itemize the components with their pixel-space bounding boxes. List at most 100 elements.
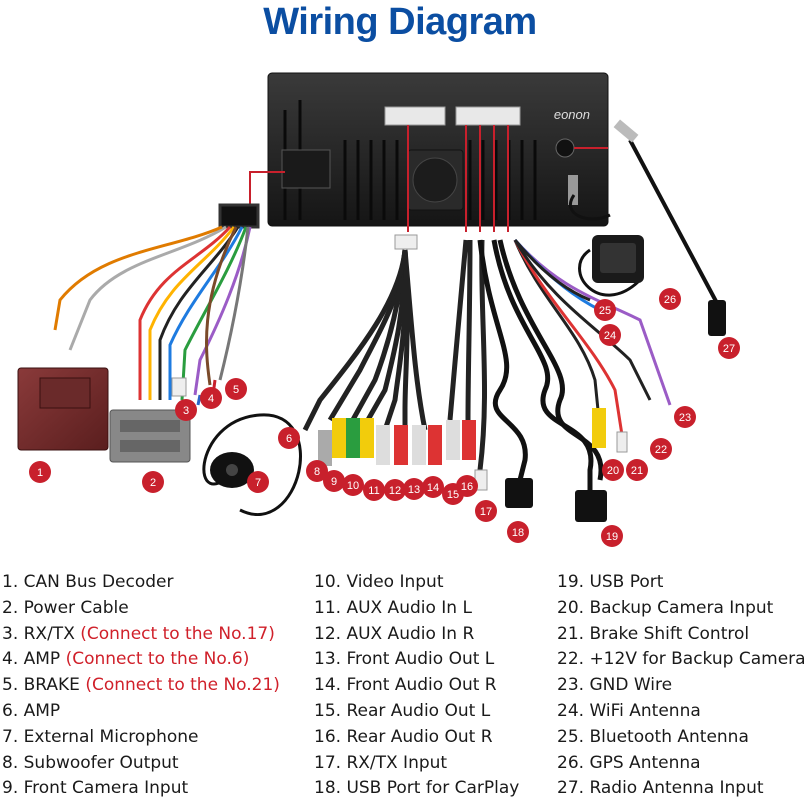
- usb-port-carplay: [505, 478, 533, 508]
- legend-item: 1. CAN Bus Decoder: [2, 572, 174, 592]
- can-bus-decoder: [17, 367, 109, 451]
- marker-10: 10: [342, 474, 364, 496]
- head-unit: eonon: [267, 72, 609, 227]
- marker-24-label: 24: [604, 330, 616, 342]
- legend-item: 21. Brake Shift Control: [557, 623, 750, 644]
- legend-column-1: 1. CAN Bus Decoder 2. Power Cable 3. RX/…: [2, 570, 280, 802]
- legend-item: 17. RX/TX Input: [314, 752, 448, 773]
- gps-antenna: [569, 194, 644, 297]
- marker-26: 26: [659, 288, 681, 310]
- marker-12: 12: [384, 479, 406, 501]
- legend-item: 16. Rear Audio Out R: [314, 726, 493, 747]
- legend-item: 12. AUX Audio In R: [314, 623, 475, 644]
- marker-27-label: 27: [723, 343, 735, 355]
- marker-7: 7: [247, 471, 269, 493]
- marker-4-label: 4: [208, 393, 214, 405]
- legend-item: 2. Power Cable: [2, 597, 129, 618]
- marker-17: 17: [475, 500, 497, 522]
- marker-15-label: 15: [447, 489, 459, 501]
- marker-22: 22: [650, 438, 672, 460]
- marker-22-label: 22: [655, 444, 667, 456]
- legend-item: 26. GPS Antenna: [557, 752, 701, 773]
- legend-item: 3. RX/TX (Connect to the No.17): [2, 623, 275, 644]
- camera-wires: [513, 238, 672, 436]
- marker-8: 8: [306, 460, 328, 482]
- marker-26-label: 26: [664, 294, 676, 306]
- rca-bundle: [302, 234, 487, 471]
- marker-19-label: 19: [606, 531, 618, 543]
- marker-20: 20: [602, 459, 624, 481]
- marker-25: 25: [594, 299, 616, 321]
- legend-item: 6. AMP: [2, 700, 61, 721]
- legend-item: 15. Rear Audio Out L: [314, 700, 491, 721]
- usb-port: [575, 490, 607, 522]
- marker-25-label: 25: [599, 305, 611, 317]
- marker-5-label: 5: [233, 384, 239, 396]
- marker-11: 11: [363, 479, 385, 501]
- marker-21: 21: [626, 459, 648, 481]
- legend-item: 27. Radio Antenna Input: [557, 778, 764, 799]
- marker-21-label: 21: [631, 465, 643, 477]
- legend-item: 20. Backup Camera Input: [557, 597, 774, 618]
- markers: 1 2 3 4 5 6 7 8 9 10 11 12 13 14 15 16 1…: [29, 288, 740, 547]
- marker-27: 27: [718, 337, 740, 359]
- legend-item: 4. AMP (Connect to the No.6): [2, 649, 250, 670]
- marker-2-label: 2: [150, 477, 156, 489]
- marker-2: 2: [142, 471, 164, 493]
- marker-7-label: 7: [255, 477, 261, 489]
- marker-23-label: 23: [679, 412, 691, 424]
- external-microphone: [202, 413, 302, 516]
- legend-item: 5. BRAKE (Connect to the No.21): [2, 675, 280, 696]
- marker-8-label: 8: [314, 466, 320, 478]
- usb-cables: [477, 239, 604, 490]
- legend-item: 8. Subwoofer Output: [2, 752, 179, 773]
- marker-14: 14: [422, 476, 444, 498]
- legend-column-2: 10. Video Input 11. AUX Audio In L 12. A…: [314, 570, 519, 802]
- rx-tx-plug: [171, 377, 187, 397]
- marker-5: 5: [225, 378, 247, 400]
- marker-3: 3: [175, 399, 197, 421]
- callout-lines: [249, 125, 608, 232]
- legend-item: 18. USB Port for CarPlay: [314, 778, 520, 799]
- rca-plugs: [318, 418, 488, 491]
- wiring-diagram: eonon: [17, 72, 740, 547]
- marker-10-label: 10: [347, 480, 359, 492]
- marker-17-label: 17: [480, 506, 492, 518]
- marker-9: 9: [323, 470, 345, 492]
- marker-20-label: 20: [607, 465, 619, 477]
- marker-12-label: 12: [389, 485, 401, 497]
- legend-item: 22. +12V for Backup Camera: [557, 649, 806, 670]
- marker-16-label: 16: [461, 481, 473, 493]
- marker-18-label: 18: [512, 527, 524, 539]
- marker-23: 23: [674, 406, 696, 428]
- marker-18: 18: [507, 521, 529, 543]
- legend-item: 9. Front Camera Input: [2, 778, 189, 799]
- legend-item: 13. Front Audio Out L: [314, 649, 495, 670]
- legend-item: 25. Bluetooth Antenna: [557, 726, 749, 747]
- legend-column-3: 19. USB Port 20. Backup Camera Input 21.…: [557, 570, 806, 802]
- marker-1: 1: [29, 461, 51, 483]
- legend-item: 19. USB Port: [557, 572, 664, 592]
- legend-item: 10. Video Input: [314, 572, 444, 592]
- diagram-title: Wiring Diagram: [263, 1, 537, 43]
- marker-14-label: 14: [427, 482, 439, 494]
- marker-13: 13: [403, 478, 425, 500]
- marker-3-label: 3: [183, 405, 189, 417]
- marker-11-label: 11: [368, 485, 379, 497]
- power-connector: [109, 409, 191, 463]
- marker-1-label: 1: [37, 467, 43, 479]
- marker-9-label: 9: [331, 476, 337, 488]
- legend-item: 7. External Microphone: [2, 726, 199, 747]
- marker-6: 6: [278, 427, 300, 449]
- legend-item: 11. AUX Audio In L: [314, 597, 472, 618]
- power-harness: [53, 203, 260, 401]
- marker-13-label: 13: [408, 484, 420, 496]
- legend-item: 23. GND Wire: [557, 675, 673, 696]
- marker-19: 19: [601, 525, 623, 547]
- brand-logo: eonon: [554, 107, 590, 122]
- legend-item: 14. Front Audio Out R: [314, 675, 497, 696]
- marker-24: 24: [599, 324, 621, 346]
- radio-antenna: [613, 119, 726, 336]
- marker-6-label: 6: [286, 433, 292, 445]
- marker-16: 16: [456, 475, 478, 497]
